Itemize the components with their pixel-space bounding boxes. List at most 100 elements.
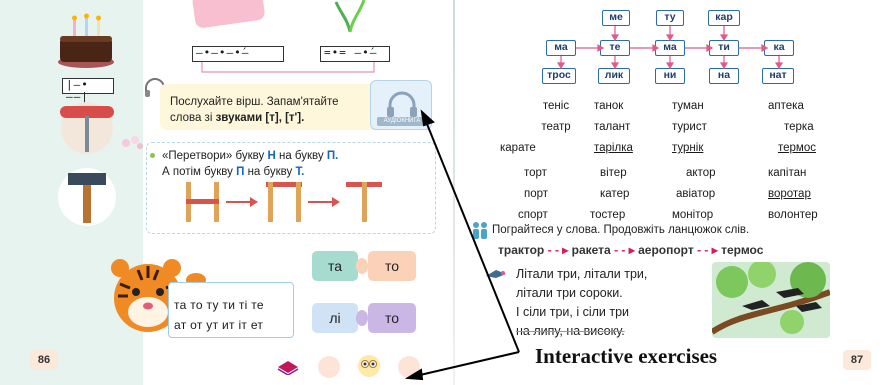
word-col-7: актор авіатор монітор [672, 166, 756, 223]
word-item: аптека [768, 100, 804, 112]
puzzle-joint-icon [356, 310, 368, 326]
word-item: порт [524, 188, 549, 200]
chain-word-1: трактор [498, 243, 545, 257]
word-col-5: торт порт спорт [518, 166, 594, 223]
cake-illustration [55, 12, 117, 70]
right-page-number: 87 [843, 350, 871, 370]
plant-illustration [330, 0, 370, 33]
word-item: катер [600, 188, 630, 200]
transform-word-1: «Перетвори» букву [162, 150, 265, 162]
word-item: спорт [518, 209, 548, 221]
chain-word-2: ракета [571, 243, 611, 257]
poem-line: літали три сороки. [516, 286, 623, 300]
transform-word-4: на букву [247, 166, 293, 178]
audio-book-button[interactable]: АУДІОКНИГА [370, 80, 432, 130]
transform-letter-p2: П [236, 166, 245, 178]
word-item: актор [686, 167, 716, 179]
chain-top-1: ту [656, 10, 684, 26]
word-item: туман [672, 100, 704, 112]
word-item: термос [778, 142, 816, 154]
phone-illustration [190, 0, 270, 30]
chain-arrow: - - ▸ [614, 243, 639, 257]
chain-word-4: термос [721, 243, 764, 257]
word-col-4: аптека терка термос [768, 99, 848, 156]
chain-bot-1: лик [598, 68, 630, 84]
nav-circle-icon-2[interactable] [398, 356, 420, 378]
word-item: театр [541, 121, 571, 133]
bird-icon [484, 266, 508, 282]
chain-arrow: - - ▸ [547, 243, 572, 257]
syllable-row-1: та то ту ти ті те [174, 298, 264, 312]
syllable-pill-to-2[interactable]: то [368, 303, 416, 333]
poem-line: на липу, на високу. [516, 324, 625, 338]
left-page-number: 86 [30, 350, 58, 370]
tiger-illustration [100, 240, 210, 350]
owl-icon[interactable] [356, 352, 382, 378]
syllable-pill-ta[interactable]: та [312, 251, 358, 281]
word-item: танок [594, 100, 624, 112]
word-item: авіатор [676, 188, 716, 200]
chain-top-0: ме [602, 10, 630, 26]
word-item: капітан [768, 167, 807, 179]
bullet-dot [150, 153, 155, 158]
transform-word-2: на букву [278, 150, 324, 162]
plant-sound-scheme: =•= —•́— [320, 46, 390, 62]
chain-bot-2: ни [655, 68, 685, 84]
chain-arrow: - - ▸ [697, 243, 722, 257]
magpies-illustration [712, 262, 830, 338]
cake-sound-scheme: |—•——| [62, 78, 114, 103]
hammer-illustration [52, 165, 122, 227]
word-item: волонтер [768, 209, 818, 221]
chain-mid-0: ма [546, 40, 576, 56]
puzzle-joint-icon [356, 258, 368, 274]
word-item: карате [500, 142, 536, 154]
book-icon[interactable] [276, 357, 300, 376]
word-item: терка [784, 121, 814, 133]
children-icon [470, 220, 490, 240]
word-item: тостер [590, 209, 626, 221]
flower-icon [120, 134, 144, 152]
scheme-connector [201, 62, 375, 73]
transform-letter-p: П. [326, 150, 339, 162]
listen-line-1: Послухайте вірш. Запам'ятайте [170, 96, 339, 108]
listen-task-text: Послухайте вірш. Запам'ятайте слова зі з… [170, 94, 375, 126]
audio-headphones-icon [387, 91, 417, 117]
nav-circle-icon[interactable] [318, 356, 340, 378]
transform-task-text: «Перетвори» букву Н на букву П. А потім … [162, 148, 432, 180]
annotation-label: Interactive exercises [535, 344, 718, 368]
word-item: турнік [672, 142, 704, 154]
word-item: торт [524, 167, 547, 179]
transform-letter-t: Т. [295, 166, 305, 178]
word-item: воротар [768, 188, 811, 200]
syllable-pill-to[interactable]: то [368, 251, 416, 281]
transform-word-3: А потім букву [162, 166, 233, 178]
poem-block: Літали три, літали три, літали три сорок… [516, 265, 706, 341]
word-chain: трактор - - ▸ ракета - - ▸ аеропорт - - … [498, 243, 763, 257]
sausage-illustration [52, 96, 122, 156]
word-item: монітор [672, 209, 714, 221]
transform-letter-n: Н [267, 150, 276, 162]
word-item: турист [672, 121, 707, 133]
syllable-row-2: ат от ут ит іт ет [174, 318, 264, 332]
poem-line: І сіли три, і сіли три [516, 305, 630, 319]
word-col-1: теніс театр карате [500, 99, 596, 156]
word-item: талант [594, 121, 631, 133]
chain-bot-0: трос [542, 68, 576, 84]
play-task-text: Пограйтеся у слова. Продовжіть ланцюжок … [492, 224, 750, 236]
audio-book-label: АУДІОКНИГА [377, 117, 427, 126]
word-col-2: танок талант тарілка [594, 99, 674, 156]
transform-task-panel [146, 142, 436, 234]
listen-line-2: слова зі [170, 112, 213, 124]
chain-word-3: аеропорт [638, 243, 694, 257]
syllable-pill-li[interactable]: лі [312, 303, 358, 333]
word-col-6: вітер катер тостер [590, 166, 670, 223]
word-item: тарілка [594, 142, 633, 154]
word-item: теніс [542, 100, 570, 112]
syllable-rows-box [168, 282, 294, 338]
matchstick-letters [186, 182, 382, 222]
poem-line: Літали три, літали три, [516, 267, 648, 281]
listen-sounds: звуками [т], [т']. [215, 112, 305, 124]
chain-arrows [556, 26, 784, 70]
word-col-8: капітан воротар волонтер [768, 166, 858, 223]
